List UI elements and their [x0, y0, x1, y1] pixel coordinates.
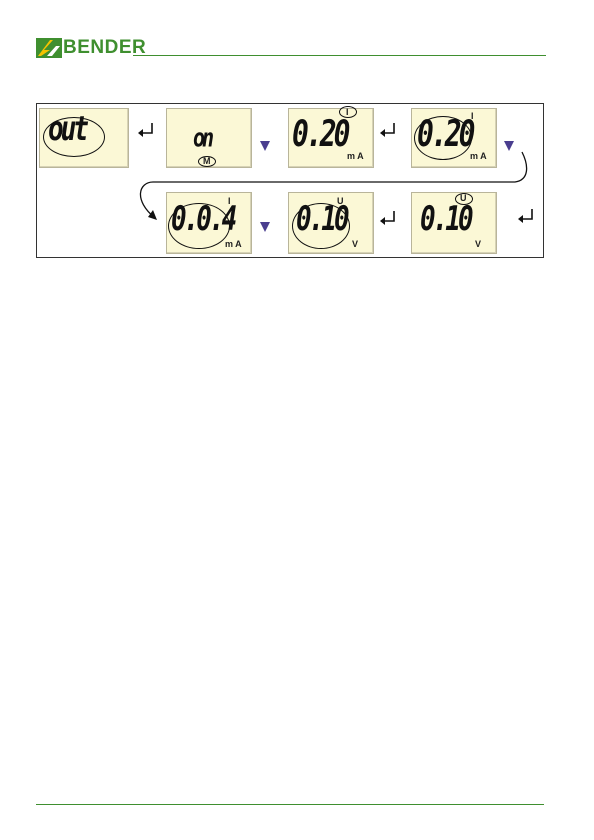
lcd-display-out: out	[39, 108, 129, 168]
lcd-main-value: 0.10	[420, 200, 471, 239]
enter-key-icon	[517, 208, 535, 224]
enter-key-icon	[137, 122, 155, 138]
bender-logo-mark-icon	[36, 38, 62, 58]
lcd-unit: m A	[225, 239, 242, 249]
footer-divider	[36, 804, 544, 805]
enter-key-icon	[379, 122, 397, 138]
lcd-main-value: 0.10	[296, 200, 347, 239]
lcd-display-current-3: I 0.0.4 m A	[166, 192, 252, 254]
lcd-unit: V	[475, 239, 481, 249]
lcd-display-voltage-1: U 0.10 V	[288, 192, 374, 254]
enter-key-icon	[379, 210, 397, 226]
lcd-unit: V	[352, 239, 358, 249]
lcd-main-value: 0.0.4	[171, 200, 234, 239]
lcd-main-value: out	[48, 110, 86, 149]
header-divider	[133, 55, 546, 56]
display-sequence-diagram: out on M I 0.20 m A I 0.20 m A I 0.0.4	[36, 103, 544, 258]
lcd-display-voltage-2: U 0.10 V	[411, 192, 497, 254]
down-arrow-icon	[260, 222, 270, 232]
bender-logo: BENDER	[36, 36, 132, 60]
